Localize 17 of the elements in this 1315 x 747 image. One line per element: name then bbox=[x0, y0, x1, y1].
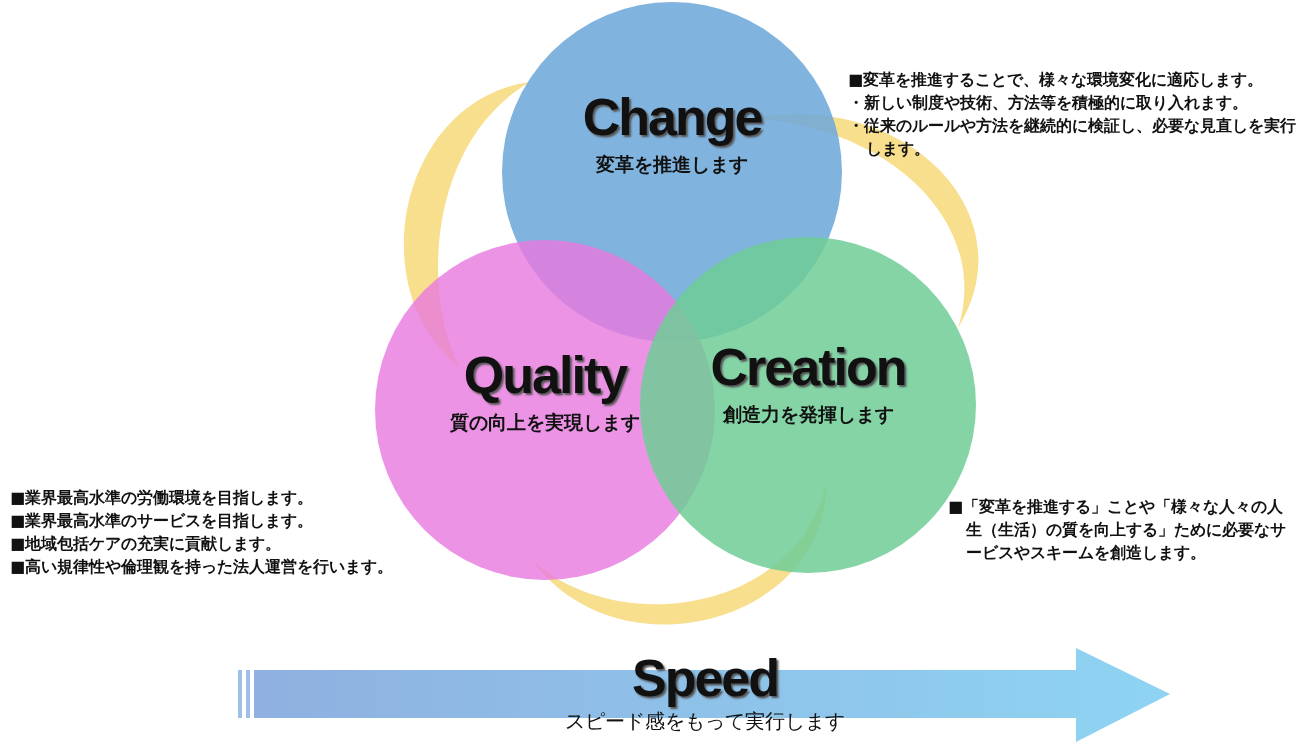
description-text: ■変革を推進することで、様々な環境変化に適応します。 bbox=[848, 69, 1265, 91]
circle-title: Creation bbox=[710, 338, 906, 396]
description-text: ■業界最高水準のサービスを目指します。 bbox=[10, 510, 315, 532]
circle-subtitle: 変革を推進します bbox=[596, 153, 748, 175]
description-text: ■地域包括ケアの充実に貢献します。 bbox=[10, 533, 283, 555]
arrow-band bbox=[238, 646, 1172, 744]
circle-title: Quality bbox=[463, 346, 627, 404]
description-text: ・従来のルールや方法を継続的に検証し、必要な見直しを実行します。 bbox=[848, 115, 1297, 160]
description-text: ■業界最高水準の労働環境を目指します。 bbox=[10, 487, 315, 509]
circle-title: Change bbox=[582, 88, 762, 146]
circle-subtitle: 質の向上を実現します bbox=[450, 411, 640, 433]
arrow-subtitle: スピード感をもって実行します bbox=[565, 709, 845, 733]
arrow-title: Speed bbox=[631, 649, 779, 707]
circle-subtitle: 創造力を発揮します bbox=[722, 403, 894, 425]
description-text: ■高い規律性や倫理観を持った法人運営を行います。 bbox=[10, 556, 395, 578]
description-text: ■「変革を推進する」ことや「様々な人々の人生（生活）の質を向上する」ために必要なサービスやスキームを創造します。 bbox=[948, 496, 1287, 564]
description-text: ・新しい制度や技術、方法等を積極的に取り入れます。 bbox=[848, 92, 1249, 114]
